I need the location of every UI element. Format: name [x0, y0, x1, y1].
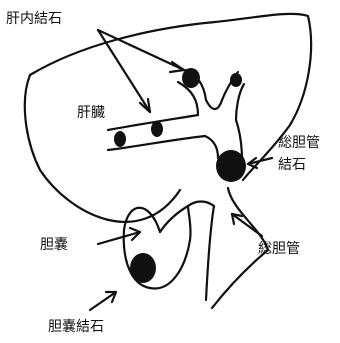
liver-lower-edge [25, 75, 180, 222]
intrahepatic-stone-upper-right [230, 73, 242, 87]
label-liver: 肝臓 [77, 104, 105, 122]
gallbladder-stone [130, 253, 156, 283]
arrow-common-bile-duct [232, 214, 262, 236]
hepatic-branch-inner [206, 100, 222, 109]
label-cbd-stone-line1: 総胆管 [278, 134, 320, 152]
cystic-duct-notch [188, 202, 214, 207]
label-common-bile-duct: 総胆管 [258, 240, 300, 258]
intrahepatic-stone-mid [151, 121, 163, 137]
hepatic-branch-outer-right [236, 84, 244, 120]
intrahepatic-stone-upper [182, 68, 200, 88]
hepatic-duct-left-wall [205, 136, 218, 158]
label-cbd-stone-line2: 結石 [278, 156, 306, 174]
label-intrahepatic-stones: 肝内結石 [6, 10, 62, 28]
label-gallstone: 胆嚢結石 [48, 318, 104, 336]
intrahepatic-stone-left [114, 131, 126, 147]
cystic-duct-left [160, 206, 188, 232]
liver-outline [30, 14, 311, 180]
common-bile-duct-stone [216, 150, 246, 182]
cbd-left-wall [206, 206, 214, 300]
label-gallbladder: 胆嚢 [40, 236, 68, 254]
